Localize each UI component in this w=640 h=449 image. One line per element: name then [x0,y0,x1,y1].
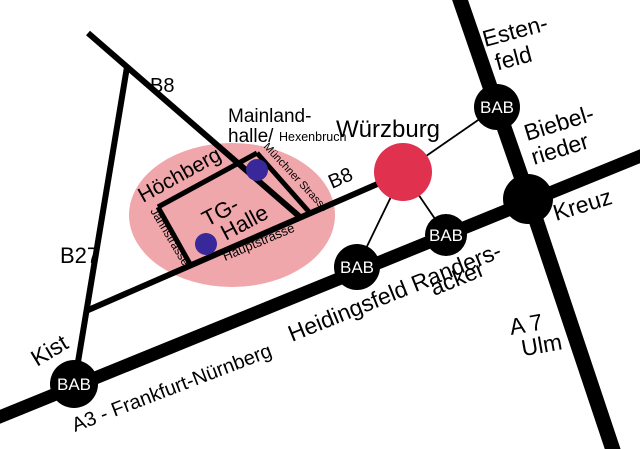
place-label-estenfeld: Esten- feld [480,10,551,76]
road-b8-northwest [86,30,302,220]
interchange-biebelrieder-kreuz [503,174,553,224]
road-a7 [452,0,621,449]
svg-text:A 7: A 7 [507,309,544,340]
road-label-a7-ulm: A 7 Ulm [507,309,564,362]
road-label-b8-northwest: B8 [150,75,174,97]
bab-exit-heidingsfeld [334,244,380,290]
road-hauptstrasse-b8 [84,179,384,314]
bab-exit-randersacker [425,214,467,256]
road-muenchner-strasse [255,151,312,215]
road-jahnstrasse [155,205,193,266]
marker-tg-halle [195,233,217,255]
bab-label-randersacker: BAB [429,226,463,245]
place-label-wuerzburg: Würzburg [336,116,440,143]
marker-mainlandhalle [246,159,268,181]
road-b27 [71,66,130,387]
road-label-b27: B27 [60,243,99,268]
road-label-b8-east: B8 [325,164,356,194]
bab-exit-kist [50,360,98,408]
bab-label-heidingsfeld: BAB [340,258,374,277]
city-marker-wuerzburg [374,143,432,201]
venue-label-mainlandhalle-1: Mainland- [228,106,311,127]
bab-label-estenfeld: BAB [480,98,514,117]
bab-exit-estenfeld [474,84,520,130]
road-label-a3: A3 - Frankfurt-Nürnberg [69,340,275,437]
bab-label-kist: BAB [57,375,91,394]
venue-label-mainlandhalle-2: halle/ [228,126,274,147]
venue-label-hexenbruch: Hexenbruch [279,130,346,144]
